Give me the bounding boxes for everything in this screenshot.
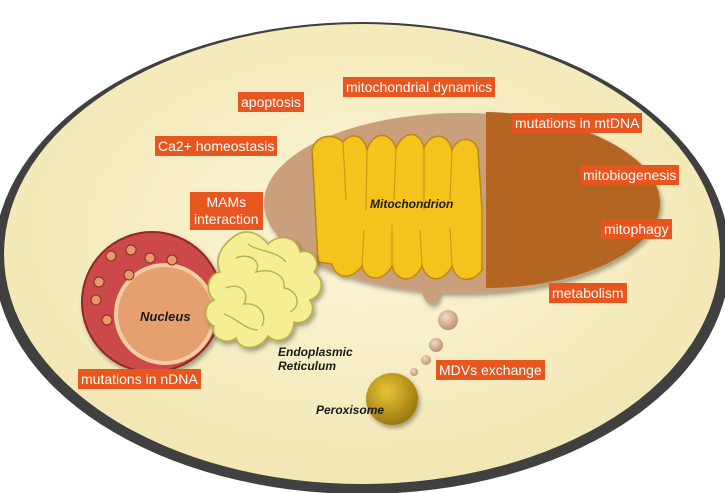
- tag-mams-interaction: MAMs interaction: [190, 192, 263, 230]
- peroxisome-shape: [366, 373, 418, 425]
- mitochondrion-label: Mitochondrion: [370, 197, 453, 211]
- peroxisome-label: Peroxisome: [316, 403, 384, 417]
- tag-mams-line2: interaction: [194, 211, 259, 228]
- er-label-line2: Reticulum: [278, 359, 353, 373]
- tag-mdvs-exchange: MDVs exchange: [436, 360, 545, 380]
- tag-apoptosis: apoptosis: [238, 92, 304, 112]
- tag-mitophagy: mitophagy: [601, 219, 672, 239]
- tag-mitobiogenesis: mitobiogenesis: [580, 165, 679, 185]
- tag-mutations-mtdna: mutations in mtDNA: [512, 113, 642, 133]
- er-label-line1: Endoplasmic: [278, 345, 353, 359]
- tag-ca-homeostasis: Ca2+ homeostasis: [155, 136, 277, 156]
- er-label: Endoplasmic Reticulum: [278, 345, 353, 373]
- tag-mutations-ndna: mutations in nDNA: [78, 369, 201, 389]
- tag-mitochondrial-dynamics: mitochondrial dynamics: [343, 77, 495, 97]
- tag-mams-line1: MAMs: [194, 194, 259, 211]
- tag-metabolism: metabolism: [549, 283, 627, 303]
- nucleus-label: Nucleus: [140, 310, 191, 324]
- nucleus-shape: [82, 232, 222, 372]
